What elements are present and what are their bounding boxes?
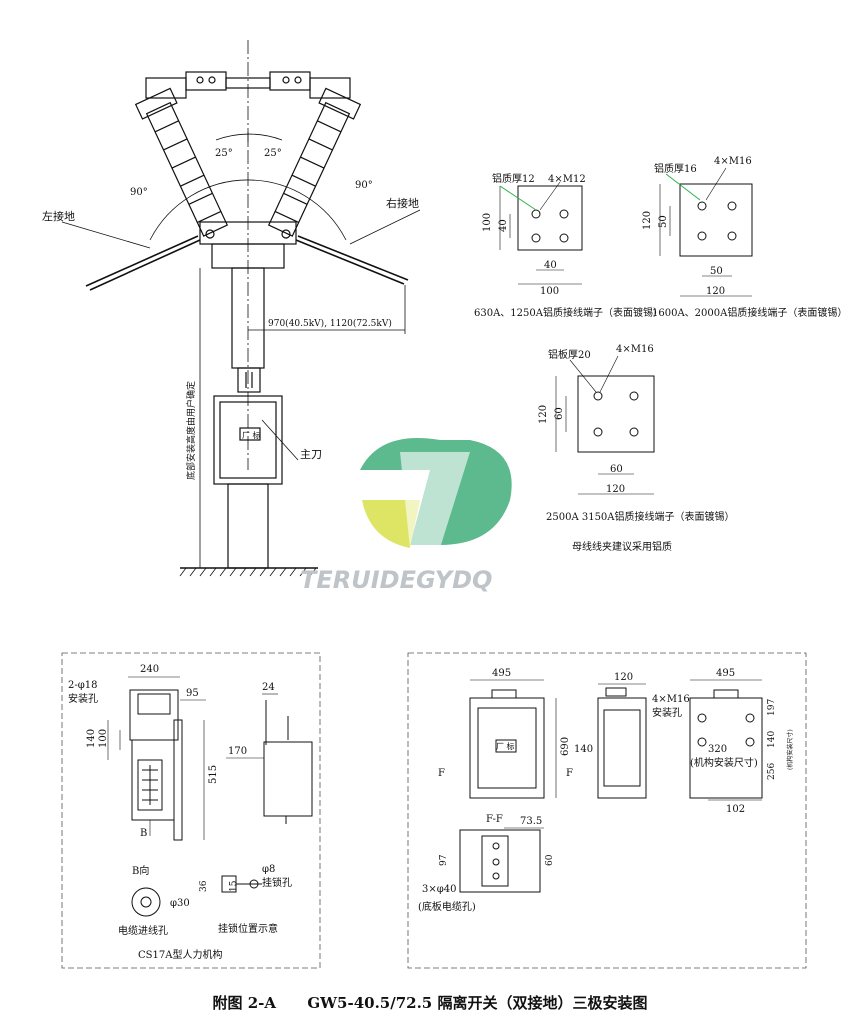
right-ground-label: 右接地 — [386, 196, 419, 210]
t1600-width-inner: 50 — [710, 266, 723, 277]
ml-dim-170: 170 — [228, 746, 247, 757]
ml-dim-15: 15 — [229, 880, 239, 892]
ml-phi30: φ30 — [170, 898, 190, 909]
terminal-2500 — [555, 355, 655, 495]
t2500-bolts: 4×M16 — [616, 344, 654, 355]
t1600-thickness: 铝质厚16 — [654, 163, 697, 175]
left-ground-label: 左接地 — [42, 210, 75, 223]
terminal-630 — [499, 181, 583, 285]
ml-phi8: φ8 — [262, 864, 275, 875]
mr-dim-73-5: 73.5 — [520, 816, 542, 827]
main-box-label: 厂 标 — [242, 430, 261, 440]
ml-dim-140: 140 — [86, 729, 97, 748]
terminal-1600 — [659, 167, 753, 297]
mr-f-left: F — [438, 768, 445, 779]
t2500-note: 母线线夹建议采用铝质 — [572, 540, 672, 553]
company-logo — [360, 438, 512, 548]
ml-dim-515: 515 — [208, 765, 219, 784]
figure-caption: 附图 2-A GW5-40.5/72.5 隔离开关（双接地）三极安装图 — [212, 994, 648, 1012]
t2500-width-inner: 60 — [610, 464, 623, 475]
t630-width-inner: 40 — [544, 260, 557, 271]
mr-f-right: F — [566, 768, 573, 779]
ml-dim-95: 95 — [186, 688, 199, 699]
t1600-bolts: 4×M16 — [714, 156, 752, 167]
mr-dim-495a: 495 — [492, 668, 511, 679]
t2500-width: 120 — [606, 484, 625, 495]
t630-inner: 40 — [498, 219, 509, 232]
t630-width: 100 — [540, 286, 559, 297]
mr-dim-256: 256 — [767, 763, 777, 780]
t2500-thickness: 铝板厚20 — [548, 348, 591, 361]
distance-label: 970(40.5kV), 1120(72.5kV) — [268, 318, 392, 329]
ml-lock-hole: 挂锁孔 — [262, 876, 292, 889]
ml-dim-24: 24 — [262, 682, 275, 693]
mechanism-right-drawing — [459, 679, 763, 893]
angle-left-label: 25° — [215, 148, 233, 159]
ml-dim-100: 100 — [98, 729, 109, 748]
mr-dim-120: 120 — [614, 672, 633, 683]
mr-dim-495b: 495 — [716, 668, 735, 679]
mr-dim-60: 60 — [545, 854, 555, 866]
mr-dim-140: 140 — [574, 744, 593, 755]
t2500-caption: 2500A 3150A铝质接线端子（表面镀锡） — [546, 510, 735, 523]
ml-lock-position: 挂锁位置示意 — [218, 922, 278, 935]
t2500-height: 120 — [538, 405, 549, 424]
t1600-inner: 50 — [658, 215, 669, 228]
ml-dim-240: 240 — [140, 664, 159, 675]
mr-dim-102: 102 — [726, 804, 745, 815]
ml-holes: 2-φ18 — [68, 680, 97, 691]
t2500-inner: 60 — [554, 407, 565, 420]
watermark-text: TERUIDEGYDQ — [300, 566, 492, 594]
mechanism-left-frame — [61, 652, 321, 969]
ml-dim-36: 36 — [199, 880, 209, 892]
t1600-height: 120 — [642, 211, 653, 230]
t630-caption: 630A、1250A铝质接线端子（表面镀锡） — [474, 306, 663, 319]
main-elevation — [61, 40, 421, 577]
ml-b-view: B向 — [132, 864, 149, 877]
arc-left-label: 90° — [130, 187, 148, 198]
mr-dim-97: 97 — [439, 854, 449, 866]
mechanism-right-frame — [407, 652, 807, 969]
main-blade-label: 主刀 — [300, 448, 322, 461]
t630-height: 100 — [482, 213, 493, 232]
mr-section: F-F — [486, 814, 503, 825]
ml-cable-hole: 电缆进线孔 — [118, 924, 168, 937]
t1600-width: 120 — [706, 286, 725, 297]
mr-dim-140b: 140 — [767, 731, 777, 748]
mr-dim-690: 690 — [560, 737, 571, 756]
t630-bolts: 4×M12 — [548, 174, 586, 185]
mr-side-note: (机构安装尺寸) — [786, 729, 794, 770]
mr-holes: 3×φ40 — [422, 884, 456, 895]
ml-b-arrow: B — [140, 828, 147, 839]
arc-right-label: 90° — [355, 180, 373, 191]
mr-bolts-label: 安装孔 — [652, 706, 682, 719]
mr-mount-size: (机构安装尺寸) — [690, 756, 758, 769]
mr-dim-320: 320 — [708, 744, 727, 755]
mr-bolts: 4×M16 — [652, 694, 690, 705]
mechanism-left-drawing — [107, 676, 313, 917]
ml-holes-label: 安装孔 — [68, 692, 98, 705]
ml-title: CS17A型人力机构 — [138, 948, 222, 961]
t1600-caption: 1600A、2000A铝质接线端子（表面镀锡） — [652, 306, 847, 319]
height-note: 底部安装高度由用户确定 — [185, 381, 197, 480]
t630-thickness: 铝质厚12 — [492, 173, 535, 185]
angle-right-label: 25° — [264, 148, 282, 159]
mr-box-label: 厂 标 — [496, 741, 515, 751]
mr-dim-197: 197 — [767, 699, 777, 716]
mr-holes-label: (底板电缆孔) — [418, 900, 476, 913]
